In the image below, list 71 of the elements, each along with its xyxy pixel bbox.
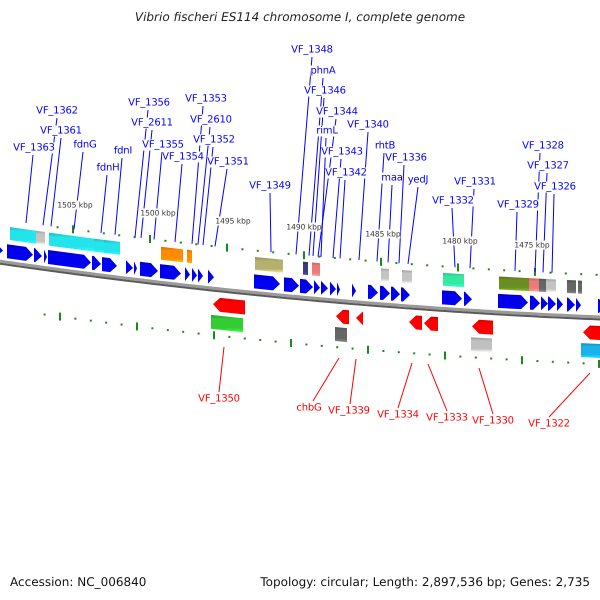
gene-label: VF_1354 [162, 152, 204, 162]
gene-label: VF_1362 [36, 106, 78, 116]
leader-line [478, 368, 494, 414]
gene-label: VF_1350 [198, 394, 240, 404]
leader-line [428, 364, 448, 412]
leader-line [548, 372, 590, 418]
gene-label: fdnG [73, 140, 97, 150]
leader-line [202, 146, 214, 246]
gene-label: VF_1363 [13, 142, 55, 154]
gene-label: VF_1329 [497, 200, 539, 210]
gene-label: VF_1352 [193, 134, 235, 146]
gene-label: VF_1344 [316, 106, 358, 118]
gene-label: VF_1348 [291, 44, 333, 56]
gene-label: VF_1333 [426, 412, 468, 424]
gene-label: VF_1355 [142, 140, 184, 150]
leader-line [388, 184, 392, 263]
gene-label: fdnH [96, 162, 120, 174]
gene-label: VF_1353 [185, 94, 227, 104]
leader-line [398, 362, 412, 408]
leader-line [218, 346, 224, 392]
genome-summary-text: Topology: circular; Length: 2,897,536 bp; Genes: 2,735 [260, 575, 590, 589]
gene-label: VF_1327 [527, 160, 569, 172]
gene-label: phnA [310, 66, 336, 76]
gene-label: VF_2610 [190, 114, 232, 126]
gene-label: VF_1351 [207, 156, 249, 168]
gene-label: VF_1346 [304, 86, 346, 96]
gene-label: maa [381, 172, 403, 184]
leader-line [174, 164, 182, 242]
leader-line [114, 158, 122, 236]
leader-line [312, 358, 340, 402]
leader-line [358, 132, 368, 261]
gene-label: VF_1334 [377, 410, 419, 420]
leader-line [26, 154, 34, 224]
gene-label: VF_1332 [432, 196, 474, 206]
leader-line [270, 192, 272, 253]
leader-line [198, 126, 210, 245]
gene-label: rhtB [374, 140, 396, 152]
gene-label: VF_1343 [321, 146, 363, 158]
gene-label: VF_1356 [128, 98, 170, 108]
gene-label: VF_1340 [347, 120, 389, 130]
gene-label: VF_1331 [454, 176, 496, 188]
leader-line [154, 152, 162, 240]
leader-line [452, 208, 456, 268]
leader-line [214, 168, 228, 247]
gene-label: VF_1328 [522, 140, 564, 152]
gene-label: chbG [296, 402, 322, 414]
gene-label: yedJ [408, 174, 428, 186]
gene-label: VF_1342 [325, 168, 367, 178]
gene-label: VF_1330 [472, 416, 514, 426]
leader-line [50, 138, 62, 227]
leader-line [514, 212, 518, 272]
leader-line [74, 152, 84, 230]
gene-label: VF_1326 [534, 182, 576, 192]
gene-label: fdnI [114, 146, 132, 156]
gene-label: VF_1322 [528, 418, 570, 430]
leader-line [320, 138, 326, 258]
gene-label: VF_1349 [249, 180, 291, 192]
leader-line [398, 164, 404, 264]
accession-text: Accession: NC_006840 [10, 575, 146, 589]
leader-line [350, 358, 356, 404]
leader-line [408, 186, 418, 264]
leader-line [340, 180, 346, 259]
gene-label: VF_1339 [328, 406, 370, 416]
gene-label: VF_1361 [40, 126, 82, 136]
leader-line [100, 174, 108, 234]
gene-label: VF_1336 [385, 152, 427, 164]
gene-label: rimL [316, 126, 338, 136]
leader-line [332, 158, 342, 258]
title: Vibrio fischeri ES114 chromosome I, complete genome [134, 10, 466, 24]
leader-line [552, 194, 554, 274]
gene-label: VF_2611 [131, 118, 173, 128]
